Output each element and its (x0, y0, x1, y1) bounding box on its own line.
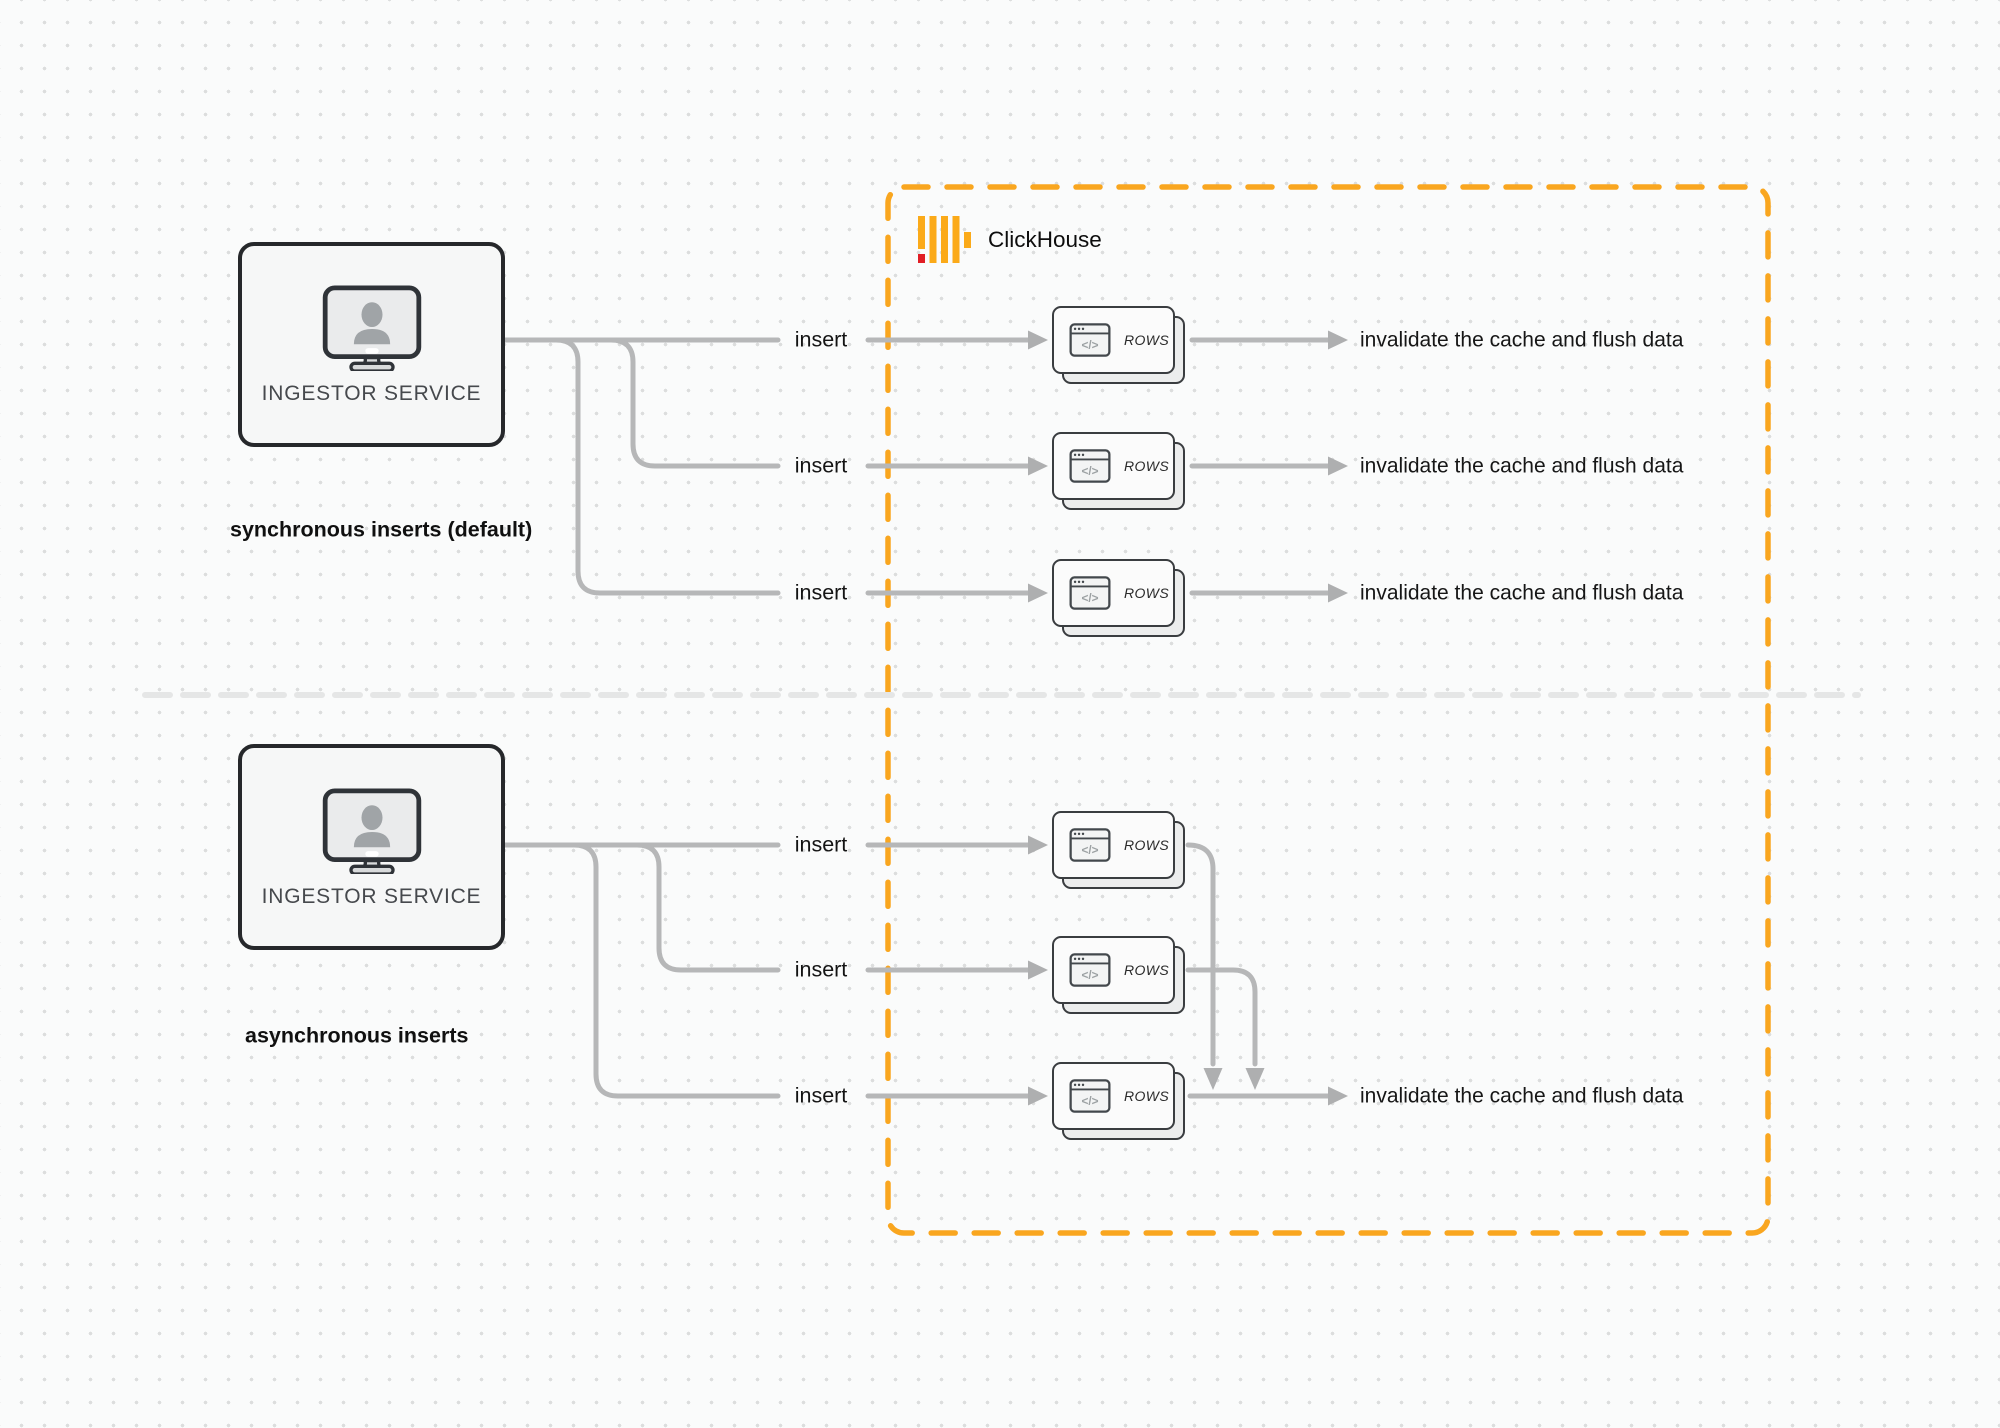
clickhouse-logo-icon (918, 216, 971, 263)
insert-label: insert (794, 1083, 848, 1108)
clickhouse-logo-red-dot (918, 254, 925, 263)
rows-label: ROWS (1124, 332, 1170, 348)
ingestor-service-box-async: INGESTOR SERVICE (238, 744, 505, 950)
ingestor-service-label: INGESTOR SERVICE (261, 382, 482, 405)
rows-block: </> ROWS (1052, 936, 1185, 1014)
insert-label: insert (794, 832, 848, 857)
ingestor-service-box-sync: INGESTOR SERVICE (238, 242, 505, 447)
rows-label: ROWS (1124, 837, 1170, 853)
code-window-icon: </> (1069, 449, 1111, 483)
rows-block: </> ROWS (1052, 1062, 1185, 1140)
result-label: invalidate the cache and flush data (1360, 328, 1684, 352)
code-window-icon: </> (1069, 828, 1111, 862)
code-window-icon: </> (1069, 953, 1111, 987)
code-window-icon: </> (1069, 576, 1111, 610)
svg-text:</>: </> (1081, 464, 1098, 478)
async-section-title: asynchronous inserts (245, 1023, 469, 1048)
sync-section-title: synchronous inserts (default) (230, 517, 533, 542)
insert-label: insert (794, 580, 848, 605)
svg-text:</>: </> (1081, 968, 1098, 982)
svg-text:</>: </> (1081, 1094, 1098, 1108)
clickhouse-logo: ClickHouse (918, 216, 1102, 265)
async-connectors (502, 835, 1348, 1106)
insert-label: insert (794, 453, 848, 478)
rows-label: ROWS (1124, 458, 1170, 474)
result-label: invalidate the cache and flush data (1360, 1084, 1684, 1108)
rows-block: </> ROWS (1052, 811, 1185, 889)
rows-label: ROWS (1124, 962, 1170, 978)
rows-block: </> ROWS (1052, 306, 1185, 384)
svg-text:</>: </> (1081, 843, 1098, 857)
monitor-user-icon (322, 285, 421, 371)
result-label: invalidate the cache and flush data (1360, 581, 1684, 605)
rows-label: ROWS (1124, 1088, 1170, 1104)
clickhouse-title: ClickHouse (988, 227, 1102, 253)
rows-block: </> ROWS (1052, 432, 1185, 510)
monitor-user-icon (322, 787, 421, 874)
insert-label: insert (794, 957, 848, 982)
insert-label: insert (794, 327, 848, 352)
code-window-icon: </> (1069, 1079, 1111, 1113)
svg-text:</>: </> (1081, 591, 1098, 605)
svg-text:</>: </> (1081, 338, 1098, 352)
result-label: invalidate the cache and flush data (1360, 454, 1684, 478)
rows-block: </> ROWS (1052, 559, 1185, 637)
clickhouse-boundary-box (885, 184, 1771, 1236)
sync-connectors (502, 330, 1348, 603)
rows-label: ROWS (1124, 585, 1170, 601)
code-window-icon: </> (1069, 323, 1111, 357)
ingestor-service-label: INGESTOR SERVICE (261, 884, 482, 908)
